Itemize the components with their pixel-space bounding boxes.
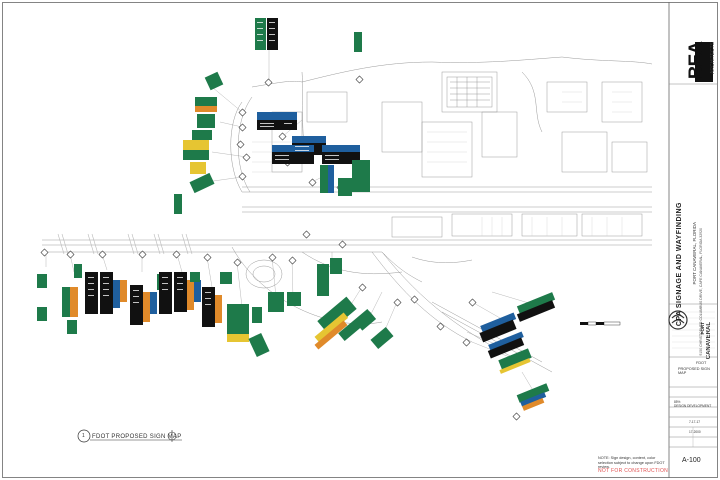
project-title: CPA SIGNAGE AND WAYFINDING [676, 202, 683, 327]
sign-panel [520, 392, 547, 407]
sign-panel [292, 136, 326, 143]
sign-panel [252, 307, 262, 323]
sign-panel [352, 160, 370, 192]
sign-panel [516, 292, 556, 314]
scale-bar [580, 321, 621, 326]
sign-panel [320, 165, 328, 193]
sign-panel [215, 295, 222, 323]
sign-panel [74, 264, 82, 278]
sign-panel [354, 32, 362, 52]
sign-panel [174, 272, 187, 312]
sign-panel [516, 383, 550, 403]
road-crossing-marks [57, 233, 193, 255]
sign-panel [202, 287, 215, 327]
sign-panel [317, 264, 329, 296]
sign-panel [257, 112, 297, 120]
sign-panel [190, 272, 200, 282]
sign-panel [257, 120, 297, 130]
sign-panel [143, 292, 150, 322]
sign-panel [248, 332, 270, 358]
sign-panel-group-center [257, 112, 370, 196]
sign-panel [328, 165, 334, 193]
project-number: 17-2000 [689, 430, 701, 434]
sign-panel [183, 150, 209, 160]
drawing-tag [77, 429, 182, 443]
sign-panel [287, 292, 301, 306]
sign-panel [227, 304, 249, 334]
sign-panel [192, 130, 212, 140]
sign-panel [197, 114, 215, 128]
revision-table [672, 311, 715, 349]
sign-panel [488, 331, 524, 351]
issue-date: 7-17-17 [689, 420, 700, 424]
sign-panel [159, 272, 172, 314]
brand-logo-text: BEA [686, 42, 707, 80]
not-for-construction-label: NOT FOR CONSTRUCTION [598, 468, 669, 474]
sign-panel [113, 280, 120, 308]
sign-panel [317, 296, 357, 334]
sign-panel [120, 280, 127, 302]
sign-panel [268, 292, 284, 312]
sign-panel [355, 311, 377, 331]
sign-panel [220, 272, 232, 284]
sign-panel [195, 106, 217, 112]
sign-panel [190, 162, 206, 174]
sign-panel-group-southeast [479, 292, 556, 411]
sign-panel [183, 140, 209, 150]
sheet-name-line2: PROPOSED SIGN MAP [678, 367, 710, 375]
sign-panel [479, 319, 517, 343]
sign-panel [130, 285, 143, 325]
client-name-line2: CANAVERAL [706, 322, 712, 360]
phase-label: DESIGN DEVELOPMENT [674, 404, 712, 408]
sign-panel-group-south [227, 258, 394, 358]
sign-panel [189, 172, 215, 194]
sign-panel [67, 320, 77, 334]
bea-logo-box [695, 42, 713, 82]
drawing-title: FDOT PROPOSED SIGN MAP [92, 434, 182, 440]
sign-panel [85, 272, 98, 314]
sheet-number: A-100 [682, 457, 701, 464]
sign-panel [338, 178, 352, 196]
sign-panel [480, 312, 517, 333]
sign-panel [330, 258, 342, 274]
sign-panel [174, 194, 182, 214]
sign-panel [487, 337, 525, 359]
sign-text-hints [88, 22, 339, 305]
sign-panel [314, 312, 349, 343]
sign-panel [522, 398, 545, 411]
sign-panel [150, 292, 157, 314]
drawing-number: 1 [82, 433, 85, 439]
sign-panel [195, 97, 217, 106]
sign-panel [322, 145, 360, 152]
sign-panel [37, 307, 47, 321]
sign-panel [204, 71, 224, 91]
sign-panel [37, 274, 47, 288]
project-location: PORT CANAVERAL, FLORIDA [692, 222, 697, 285]
port-canaveral-logo [668, 310, 688, 330]
sign-panel [227, 334, 249, 342]
sheet-name-line1: FDOT [696, 361, 707, 365]
sign-panel [272, 145, 314, 152]
phase-percent: 85% [674, 400, 681, 404]
sign-panel [498, 348, 532, 370]
sign-panel [100, 272, 113, 314]
sign-panel-group-west [37, 264, 232, 334]
brand-subtitle: ARCHITECTS [710, 42, 716, 74]
design-note: NOTE: Sign design, content, color select… [598, 456, 665, 470]
sign-panel [516, 300, 556, 322]
sign-panel [187, 280, 194, 310]
sign-panel [499, 358, 531, 374]
sign-panel [314, 320, 348, 350]
sign-panel [272, 152, 314, 164]
sign-panel [62, 287, 70, 317]
sign-panel [370, 326, 394, 350]
client-name-line1: PORT [700, 322, 705, 335]
sign-panel [70, 287, 78, 317]
sign-panel [194, 280, 201, 302]
project-address: 9150 CHRISTOPHER COLUMBUS DRIVE, CAPE CA… [699, 228, 703, 356]
